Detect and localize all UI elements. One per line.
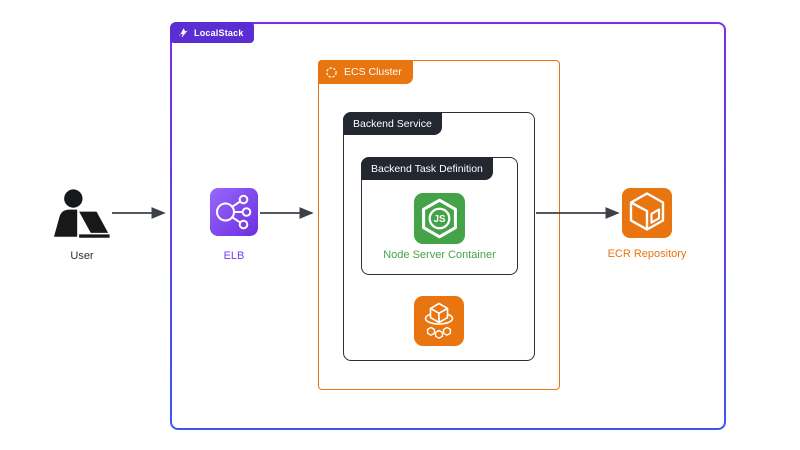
localstack-badge: LocalStack (170, 22, 254, 43)
user-icon (54, 188, 112, 247)
backend-task-definition-label: Backend Task Definition (371, 162, 483, 175)
nodejs-icon-text: JS (434, 214, 446, 225)
backend-service-label: Backend Service (353, 117, 432, 130)
nodejs-icon: JS (414, 193, 465, 244)
ecr-repository-icon (622, 188, 672, 238)
node-server-container-label: Node Server Container (383, 249, 496, 261)
ecs-service-icon (414, 296, 464, 346)
ecs-cluster-icon (325, 66, 338, 79)
ecs-cluster-tag: ECS Cluster (318, 60, 413, 84)
ecs-cluster-box (318, 60, 560, 390)
ecs-cluster-label: ECS Cluster (344, 66, 402, 78)
elb-label: ELB (223, 250, 245, 262)
localstack-logo-icon (177, 27, 189, 39)
user-label: User (70, 250, 94, 262)
localstack-badge-label: LocalStack (194, 27, 244, 38)
backend-service-tag: Backend Service (343, 112, 442, 135)
ecr-repository-label: ECR Repository (607, 248, 687, 260)
backend-task-definition-tag: Backend Task Definition (361, 157, 493, 180)
elb-icon (210, 188, 258, 236)
